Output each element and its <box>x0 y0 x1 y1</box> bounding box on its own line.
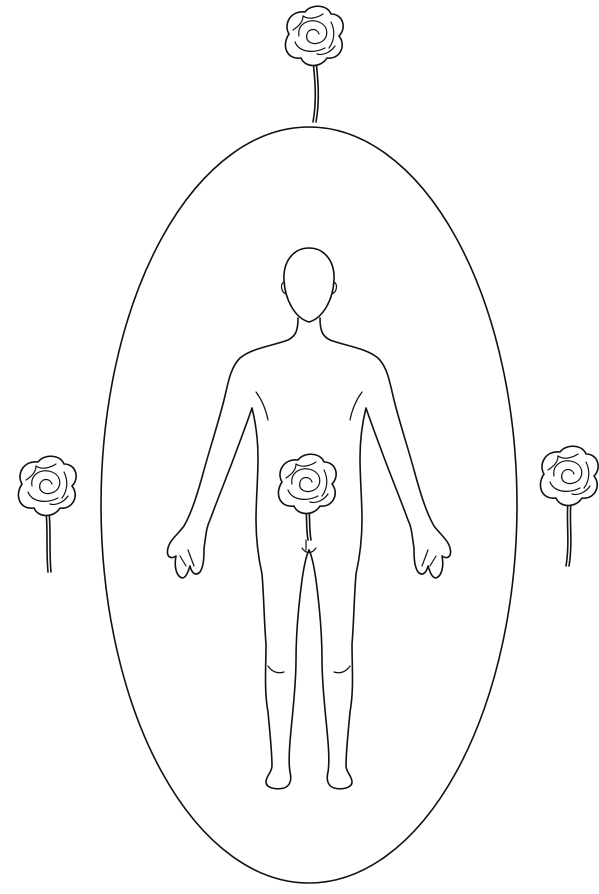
head <box>284 248 334 322</box>
rose-top <box>285 6 343 122</box>
rose-left <box>18 456 76 572</box>
rose-right <box>540 446 598 566</box>
rose-center <box>278 454 336 540</box>
body-right-side <box>309 318 451 789</box>
